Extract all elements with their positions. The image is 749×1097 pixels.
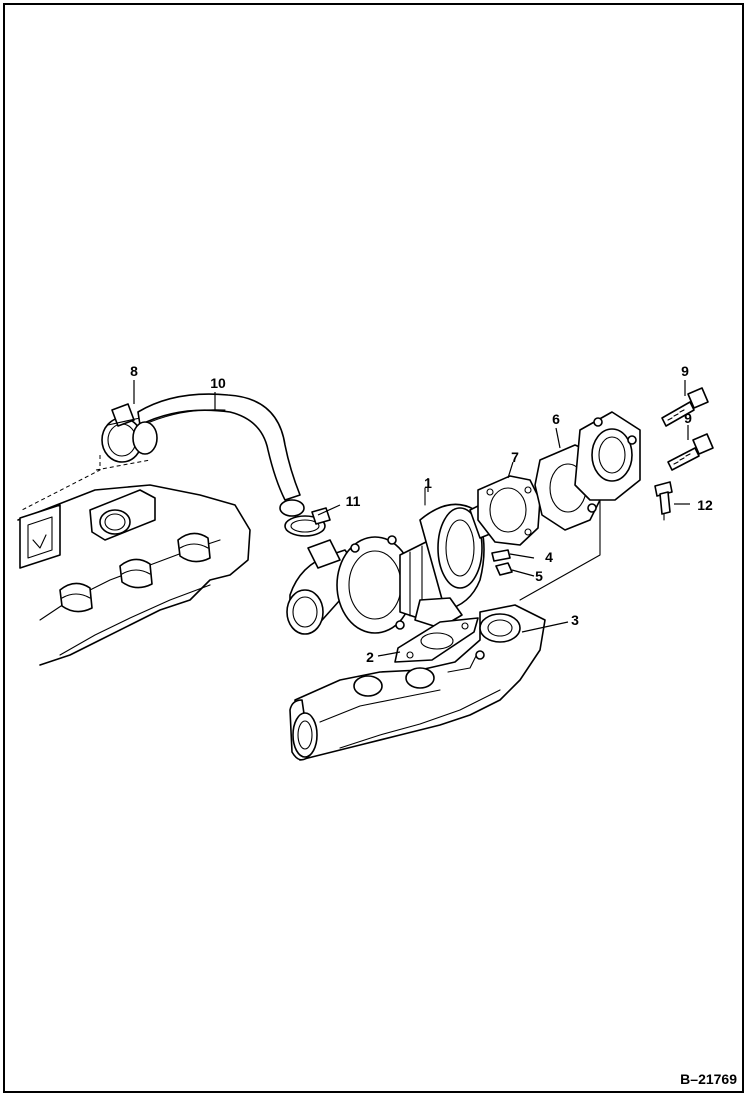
intake-hose: [132, 393, 305, 517]
bolt-upper: [661, 387, 709, 427]
callout-2: 2: [366, 649, 374, 665]
stud: [491, 549, 511, 562]
exhaust-manifold: [289, 604, 546, 761]
outlet-gasket: [477, 475, 541, 546]
callout-10: 12: [697, 497, 713, 513]
nut: [495, 562, 513, 576]
hose-clamp-left: [101, 403, 143, 463]
callout-8: 8: [130, 363, 138, 379]
engine-intake-manifold: [17, 484, 251, 666]
bolt-lower: [667, 433, 714, 471]
assembly-line: [95, 459, 151, 471]
callout-12: 11: [346, 493, 361, 509]
callout-11: 10: [210, 375, 226, 391]
callout-9-upper: 9: [681, 363, 689, 379]
figure-number: B–21769: [680, 1071, 737, 1087]
callout-7: 7: [511, 449, 519, 465]
turbo-mount-gasket: [394, 617, 479, 663]
callout-4: 4: [545, 549, 553, 565]
callout-6: 6: [552, 411, 560, 427]
callout-3: 3: [571, 612, 579, 628]
exhaust-elbow: [519, 411, 641, 601]
callout-1: 1: [424, 475, 432, 491]
callout-5: 5: [535, 568, 543, 584]
callout-9-lower: 9: [684, 410, 692, 426]
bolt-short: [654, 481, 673, 521]
leader-lines: [133, 380, 690, 657]
assembly-line: [21, 455, 101, 511]
hose-clamp-right: [284, 507, 331, 537]
